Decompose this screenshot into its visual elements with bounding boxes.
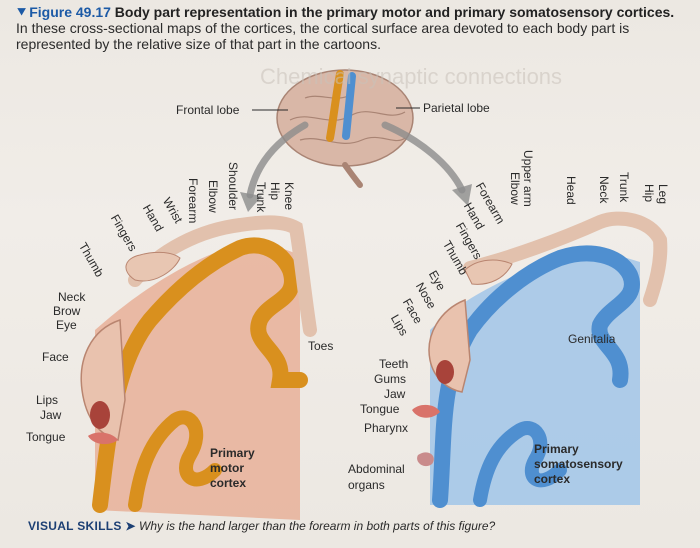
motor-homunculus-arm — [128, 215, 317, 337]
motor-label-trunk: Trunk — [254, 182, 268, 213]
motor-label-tongue: Tongue — [26, 430, 66, 444]
frontal-lobe-label: Frontal lobe — [176, 103, 240, 117]
sensory-label-elbow: Elbow — [508, 172, 522, 205]
motor-label-shoulder: Shoulder — [226, 162, 240, 211]
visual-skills-question: VISUAL SKILLS ➤ Why is the hand larger t… — [28, 519, 495, 533]
figure-caption: ⯆Figure 49.17 Body part representation i… — [16, 4, 686, 52]
abdominal-organs-icon — [417, 452, 434, 467]
visual-skills-text: Why is the hand larger than the forearm … — [139, 519, 496, 533]
primary-motor-cortex-strip — [326, 70, 344, 142]
motor-label-jaw: Jaw — [40, 408, 62, 422]
motor-arrow — [246, 121, 309, 199]
sensory-label-head: Head — [564, 176, 578, 205]
bleed-through-text: Chemical synaptic connections — [260, 64, 563, 89]
parietal-lobe-label: Parietal lobe — [423, 101, 490, 115]
sensory-label-tongue: Tongue — [360, 402, 400, 416]
motor-label-face: Face — [42, 350, 69, 364]
figure-number: Figure 49.17 — [29, 4, 111, 20]
primary-somatosensory-cortex-strip — [342, 72, 356, 140]
motor-homunculus-hand — [125, 251, 181, 282]
sensory-homunculus-arm — [463, 211, 668, 307]
sensory-homunculus-tongue — [412, 404, 440, 418]
sensory-label-leg: Leg — [656, 184, 670, 205]
sensory-label-neck: Neck — [597, 176, 611, 204]
sensory-label-hip: Hip — [642, 184, 656, 203]
sensory-homunculus-hand — [464, 259, 513, 285]
sensory-label-gums: Gums — [374, 372, 407, 386]
sensory-arrow — [381, 121, 466, 194]
motor-label-lips: Lips — [36, 393, 59, 407]
motor-label-neck: Neck — [58, 290, 86, 304]
sensory-label-trunk: Trunk — [617, 172, 631, 203]
motor-label-knee: Knee — [282, 182, 296, 211]
motor-label-forearm: Forearm — [186, 178, 200, 224]
motor-homunculus-tongue — [88, 432, 118, 445]
sensory-label-jaw: Jaw — [384, 387, 406, 401]
motor-label-eye: Eye — [56, 318, 77, 332]
chevron-down-icon[interactable]: ⯆ — [16, 4, 28, 20]
motor-label-toes: Toes — [308, 339, 334, 353]
motor-label-brow: Brow — [53, 304, 81, 318]
sensory-label-upper-arm: Upper arm — [521, 150, 535, 207]
sensory-label-teeth: Teeth — [379, 357, 409, 371]
figure-description: In these cross-sectional maps of the cor… — [16, 20, 630, 52]
motor-label-hip: Hip — [268, 182, 282, 201]
sensory-label-genitalia: Genitalia — [568, 332, 616, 346]
brain-drawing — [276, 69, 414, 188]
motor-cortex-gray-matter — [92, 237, 308, 513]
motor-label-elbow: Elbow — [206, 180, 220, 213]
sensory-label-pharynx: Pharynx — [364, 421, 409, 435]
visual-skills-label: VISUAL SKILLS ➤ — [28, 519, 136, 533]
figure-title: Body part representation in the primary … — [114, 4, 675, 20]
